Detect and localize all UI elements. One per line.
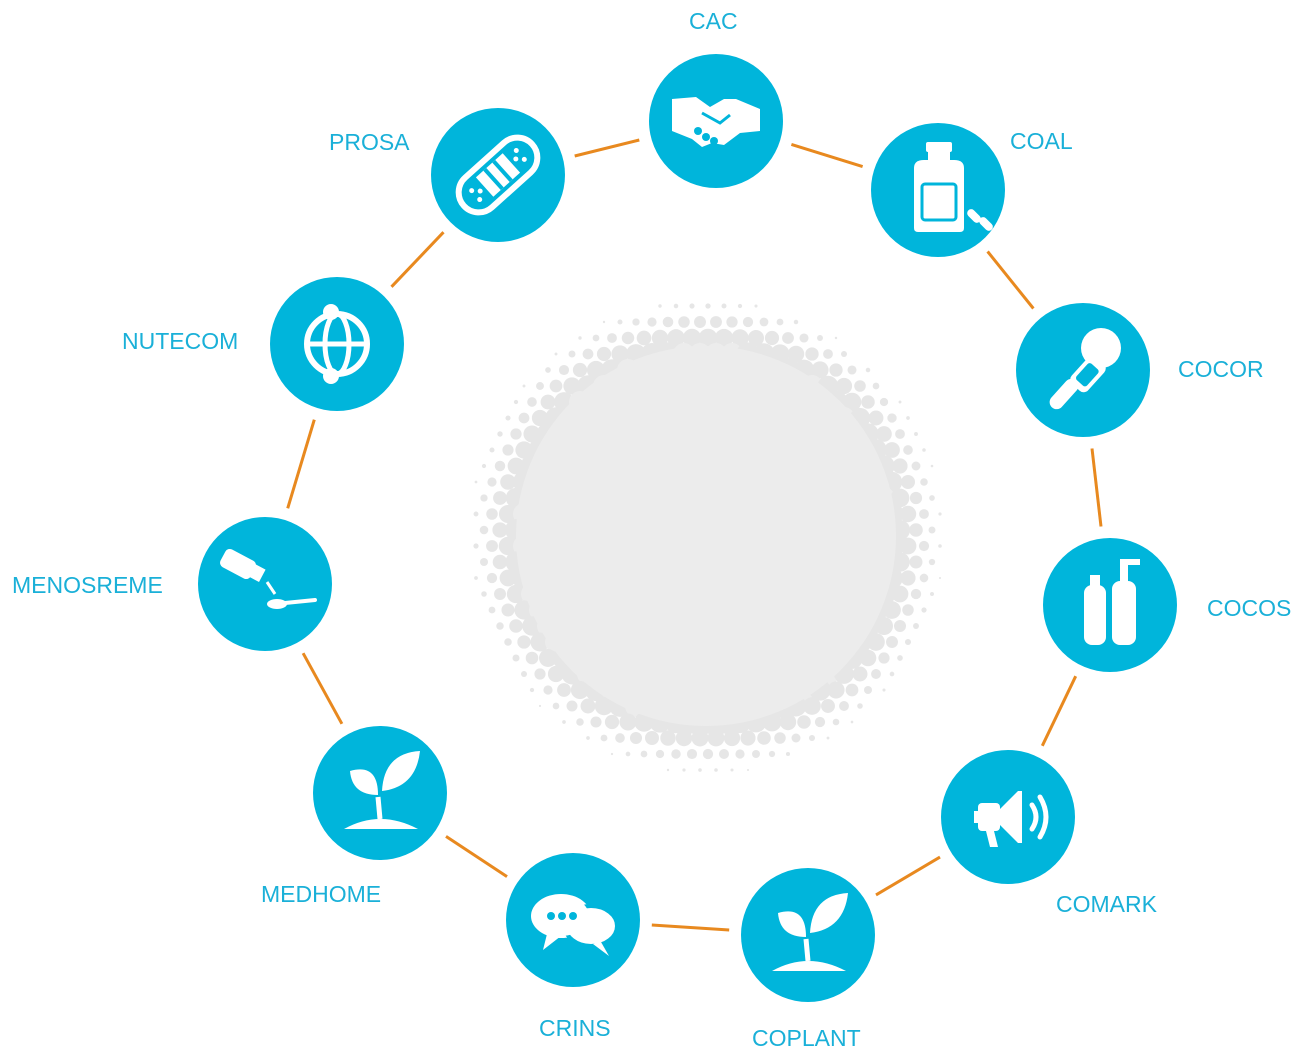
connector-line [301, 652, 344, 725]
node-comark [941, 750, 1075, 884]
node-label-comark: COMARK [1056, 891, 1157, 917]
connector-line [651, 923, 730, 932]
node-circle [1043, 538, 1177, 672]
node-label-prosa: PROSA [329, 129, 410, 155]
node-coplant [741, 868, 875, 1002]
node-label-cocor: COCOR [1178, 356, 1264, 382]
node-cac [649, 54, 783, 188]
connector-line [1090, 448, 1103, 527]
node-circle [313, 726, 447, 860]
node-nutecom [270, 277, 404, 411]
connector-line [390, 231, 445, 288]
connector-line [875, 855, 941, 897]
connector-line [574, 138, 640, 158]
node-menosreme [198, 517, 332, 651]
connector-line [1040, 675, 1078, 747]
node-circle [741, 868, 875, 1002]
node-cocor [1016, 303, 1150, 437]
connector-line [286, 419, 316, 509]
node-label-medhome: MEDHOME [261, 881, 382, 907]
node-label-crins: CRINS [539, 1015, 611, 1041]
connector-line [986, 250, 1035, 310]
node-label-coal: COAL [1010, 128, 1073, 154]
connector-line [445, 835, 508, 878]
node-crins [506, 853, 640, 987]
node-label-nutecom: NUTECOM [122, 328, 239, 354]
node-coal [871, 123, 1005, 257]
node-label-coplant: COPLANT [752, 1025, 861, 1051]
node-label-cocos: COCOS [1207, 595, 1292, 621]
connector-line [790, 142, 864, 169]
node-cocos [1043, 538, 1177, 672]
node-medhome [313, 726, 447, 860]
center-halftone-disc [473, 303, 942, 772]
ring-connectors [286, 138, 1103, 932]
node-label-menosreme: MENOSREME [12, 572, 163, 598]
node-circle [198, 517, 332, 651]
node-prosa [431, 108, 565, 242]
node-label-cac: CAC [689, 8, 738, 34]
